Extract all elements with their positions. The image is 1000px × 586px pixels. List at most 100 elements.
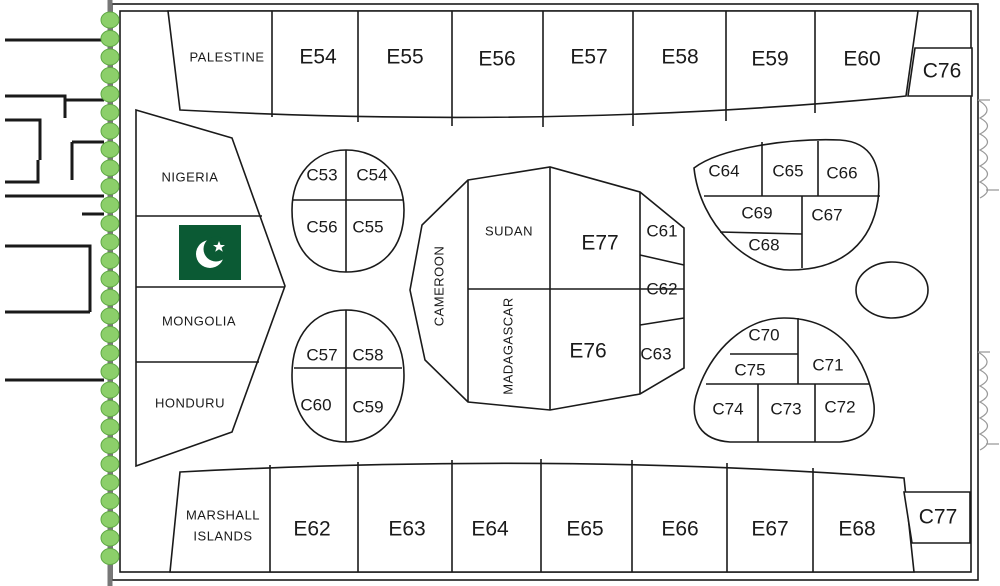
booth-e68[interactable]: E68: [838, 518, 875, 541]
tree-icon: [100, 548, 120, 565]
tree-icon: [100, 307, 120, 325]
booth-e57[interactable]: E57: [570, 46, 607, 69]
top-row-dividers: [271, 11, 816, 127]
booth-c77[interactable]: C77: [919, 506, 958, 529]
booth-e56[interactable]: E56: [478, 48, 515, 71]
booth-c67[interactable]: C67: [811, 205, 842, 224]
tree-icon: [100, 400, 120, 417]
booth-e63[interactable]: E63: [388, 518, 425, 541]
booth-e55[interactable]: E55: [386, 46, 423, 69]
bottom-row-dividers: [269, 459, 814, 572]
booth-c65[interactable]: C65: [772, 161, 803, 180]
tree-icon: [100, 492, 120, 510]
booth-c68[interactable]: C68: [748, 235, 779, 254]
tree-icon: [100, 437, 120, 454]
booth-c53[interactable]: C53: [306, 165, 337, 184]
booth-c62[interactable]: C62: [646, 279, 677, 298]
booth-madagascar[interactable]: MADAGASCAR: [500, 297, 515, 394]
tree-icon: [100, 326, 120, 343]
booth-marshall-islands-line1[interactable]: MARSHALL: [186, 507, 260, 522]
booth-cameroon[interactable]: CAMEROON: [431, 246, 446, 327]
booth-palestine[interactable]: PALESTINE: [189, 49, 264, 64]
booth-e58[interactable]: E58: [661, 46, 698, 69]
tree-icon: [100, 289, 120, 306]
tree-icon: [100, 511, 120, 528]
booth-c56[interactable]: C56: [306, 217, 337, 236]
booth-c58[interactable]: C58: [352, 345, 383, 364]
pod-upper-right: [693, 138, 880, 271]
tree-icon: [100, 67, 120, 84]
tree-icon: [100, 141, 120, 158]
booth-c61[interactable]: C61: [646, 221, 677, 240]
tree-icon: [100, 344, 120, 362]
round-feature: [855, 261, 929, 319]
booth-e65[interactable]: E65: [566, 518, 603, 541]
tree-icon: [100, 178, 120, 195]
tree-icon: [100, 418, 120, 436]
tree-icon: [100, 104, 120, 121]
booth-c66[interactable]: C66: [826, 163, 857, 182]
booth-c57[interactable]: C57: [306, 345, 337, 364]
booth-c76-box: [907, 47, 973, 97]
booth-nigeria[interactable]: NIGERIA: [162, 169, 219, 184]
booth-c69[interactable]: C69: [741, 203, 772, 222]
booth-sudan[interactable]: SUDAN: [485, 223, 533, 238]
booth-c55[interactable]: C55: [352, 217, 383, 236]
booth-c74[interactable]: C74: [712, 399, 743, 418]
booth-c54[interactable]: C54: [356, 165, 387, 184]
booth-e64[interactable]: E64: [471, 518, 509, 541]
left-corridor-walls: [5, 38, 104, 382]
west-booth-block: [135, 108, 286, 468]
pod-lower-right-dividers: [706, 318, 870, 442]
booth-e54[interactable]: E54: [299, 46, 337, 69]
tree-icon: [100, 215, 120, 232]
tree-icon: [100, 252, 120, 269]
tree-icon: [100, 381, 120, 399]
tree-icon: [100, 270, 120, 288]
booth-c63[interactable]: C63: [640, 344, 671, 363]
booth-mongolia[interactable]: MONGOLIA: [162, 313, 236, 328]
booth-c73[interactable]: C73: [770, 399, 801, 418]
bottom-booth-row: [169, 462, 915, 573]
booth-c75[interactable]: C75: [734, 360, 765, 379]
tree-icon: [100, 122, 120, 140]
stairs-icon: [977, 99, 999, 451]
booth-e66[interactable]: E66: [661, 518, 698, 541]
booth-c64[interactable]: C64: [708, 161, 739, 180]
booth-c71[interactable]: C71: [812, 355, 843, 374]
booth-e77[interactable]: E77: [581, 232, 618, 255]
tree-icon: [100, 455, 120, 473]
booth-c60[interactable]: C60: [300, 395, 331, 414]
tree-icon: [100, 11, 120, 29]
booth-c70[interactable]: C70: [748, 325, 779, 344]
booth-e76[interactable]: E76: [569, 340, 606, 363]
pod-lower-left: [291, 309, 405, 443]
tree-icon: [100, 529, 120, 547]
booth-e60[interactable]: E60: [843, 48, 880, 71]
booth-c76[interactable]: C76: [923, 60, 962, 83]
booth-c59[interactable]: C59: [352, 397, 383, 416]
tree-icon: [100, 233, 120, 251]
tree-icon: [100, 48, 120, 66]
booth-c77-box: [903, 491, 971, 544]
booth-e59[interactable]: E59: [751, 48, 788, 71]
tree-icon: [100, 85, 120, 103]
booth-marshall-islands-line2[interactable]: ISLANDS: [193, 528, 252, 543]
tree-icon: [100, 30, 120, 47]
tree-icon: [100, 196, 120, 214]
pakistan-flag-icon: [179, 225, 241, 280]
tree-icon: [100, 363, 120, 380]
booth-e67[interactable]: E67: [751, 518, 788, 541]
pod-upper-right-dividers: [704, 141, 880, 268]
pod-lower-left-dividers: [294, 310, 402, 442]
booth-e62[interactable]: E62: [293, 518, 330, 541]
center-block-dividers: [467, 167, 685, 410]
pod-lower-right: [693, 317, 875, 443]
tree-icon: [100, 474, 120, 491]
tree-row: [100, 11, 120, 565]
west-block-dividers: [136, 215, 285, 363]
booth-c72[interactable]: C72: [824, 397, 855, 416]
booth-honduru[interactable]: HONDURU: [155, 395, 225, 410]
pod-upper-left-dividers: [293, 150, 403, 272]
